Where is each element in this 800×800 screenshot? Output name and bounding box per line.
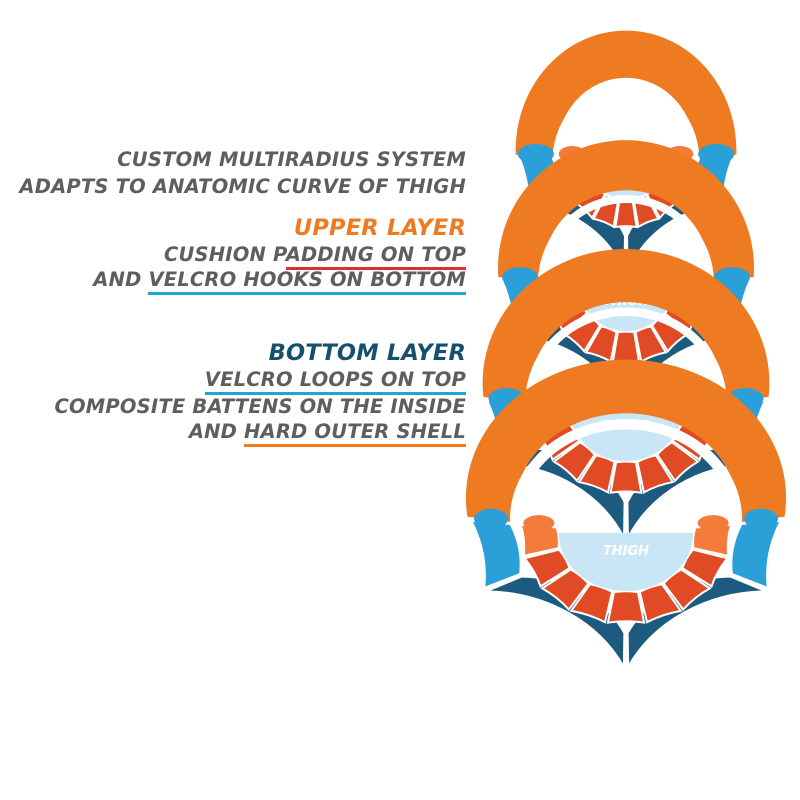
pad-segment (681, 548, 730, 588)
pad-segment (636, 454, 675, 494)
description-line-2: ADAPTS TO ANATOMIC CURVE OF THIGH (19, 175, 466, 198)
shell-outline (465, 359, 787, 523)
pad-segment (522, 548, 571, 588)
upper-layer-line-1: CUSHION PADDING ON TOP (163, 243, 466, 270)
pad-segment (609, 460, 643, 494)
pad-segment (611, 330, 641, 364)
pad-segment (638, 583, 683, 624)
pad-segment (606, 590, 646, 624)
shell-end-cap (743, 508, 778, 529)
pad-segment (569, 583, 614, 624)
upper-layer-line-2: AND VELCRO HOOKS ON BOTTOM (93, 268, 466, 295)
thigh-shape (569, 408, 683, 462)
bottom-layer-shell-underlined: HARD OUTER SHELL (244, 420, 466, 447)
upper-layer-heading: UPPER LAYER (293, 215, 466, 241)
bottom-layer-line-3-start: AND (188, 420, 245, 443)
upper-layer-line-1-start: CUSHION P (163, 243, 286, 266)
pad-end-cap (697, 515, 729, 532)
upper-layer-hooks-underlined: VELCRO HOOKS ON BOTTOM (148, 268, 466, 295)
pad-segment (552, 441, 596, 483)
shell-end-cap (698, 144, 735, 164)
thigh-shape (558, 533, 694, 592)
shell-end-cap (713, 267, 750, 288)
thigh-label: THIGH (603, 544, 649, 559)
pad-end-cap (523, 515, 555, 532)
pad-segment (584, 325, 618, 364)
pad-segment (540, 568, 590, 612)
bottom-layer-line-2: COMPOSITE BATTENS ON THE INSIDE (54, 395, 466, 418)
upper-layer-padding-underlined: ADDING ON TOP (285, 243, 466, 270)
shell-end-cap (517, 144, 554, 164)
pad-segment (692, 523, 733, 558)
shell-outline (497, 140, 754, 281)
bottom-layer-line-3: AND HARD OUTER SHELL (188, 420, 466, 447)
pad-segment (634, 325, 668, 364)
upper-layer-line-2-start: AND (93, 268, 149, 291)
shell-end-cap (502, 267, 539, 288)
shell-outline (515, 30, 737, 157)
shell-end-cap (474, 508, 509, 529)
bottom-layer-heading: BOTTOM LAYER (268, 340, 466, 366)
pad-segment (656, 441, 700, 483)
pad-segment (662, 568, 712, 612)
bottom-layer-line-1: VELCRO LOOPS ON TOP (204, 368, 466, 395)
shell-segment (730, 519, 783, 590)
shell-outline (482, 248, 770, 402)
braces-widest-radius: THIGH (465, 359, 787, 671)
pad-segment (577, 454, 616, 494)
velcro-strip (552, 81, 700, 159)
description-line-1: CUSTOM MULTIRADIUS SYSTEM (117, 148, 466, 171)
shell-segment (469, 519, 522, 590)
bottom-layer-loops-underlined: VELCRO LOOPS ON TOP (204, 368, 466, 395)
